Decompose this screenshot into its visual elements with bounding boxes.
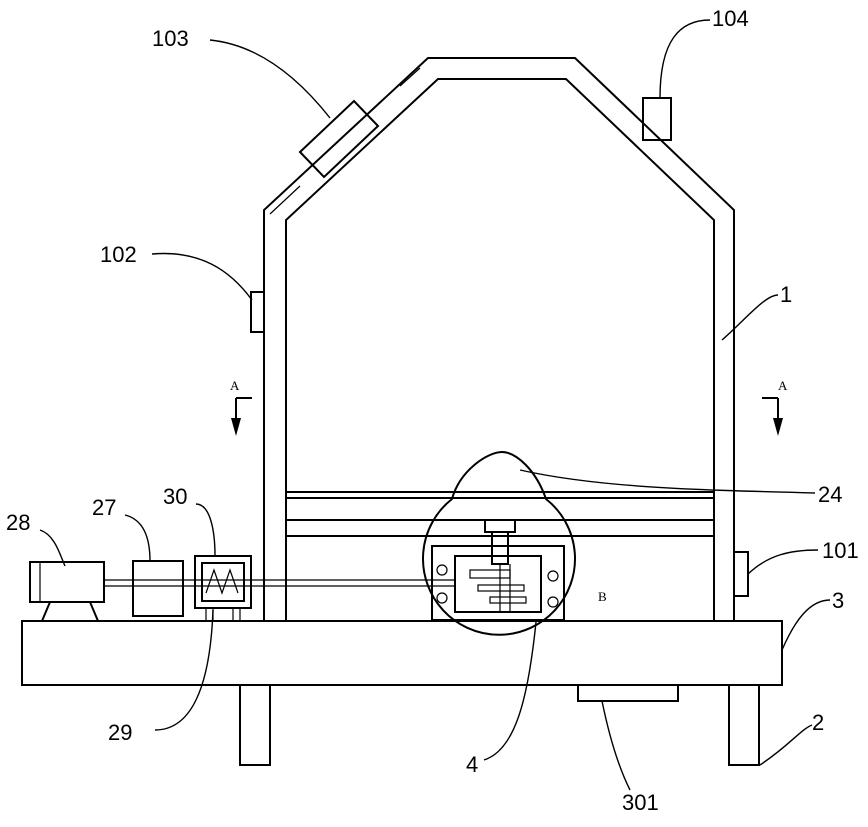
roof-window	[300, 101, 378, 177]
gear-box	[432, 546, 564, 620]
label-3: 3	[832, 588, 844, 613]
exhaust-pipe	[643, 98, 671, 140]
inner-track	[286, 520, 714, 536]
label-30: 30	[163, 484, 187, 509]
label-1: 1	[780, 282, 792, 307]
label-4: 4	[466, 752, 478, 777]
gear-reducer	[133, 561, 183, 616]
left-leg	[240, 685, 270, 765]
side-port-right	[734, 552, 748, 596]
label-103: 103	[152, 26, 189, 51]
label-102: 102	[100, 242, 137, 267]
label-28: 28	[6, 510, 30, 535]
bottom-block	[578, 685, 678, 701]
base-platform	[22, 621, 782, 685]
right-leg	[729, 685, 759, 765]
motor-mount	[42, 602, 98, 621]
label-301: 301	[622, 790, 659, 815]
label-29: 29	[108, 720, 132, 745]
section-mark-right: A	[778, 378, 788, 393]
side-port-left	[251, 292, 264, 332]
label-104: 104	[712, 6, 749, 31]
label-2: 2	[812, 710, 824, 735]
label-101: 101	[822, 538, 859, 563]
label-27: 27	[92, 495, 116, 520]
detail-mark-b: B	[598, 589, 607, 604]
motor-body	[30, 562, 104, 602]
label-24: 24	[818, 482, 842, 507]
section-mark-left: A	[230, 378, 240, 393]
